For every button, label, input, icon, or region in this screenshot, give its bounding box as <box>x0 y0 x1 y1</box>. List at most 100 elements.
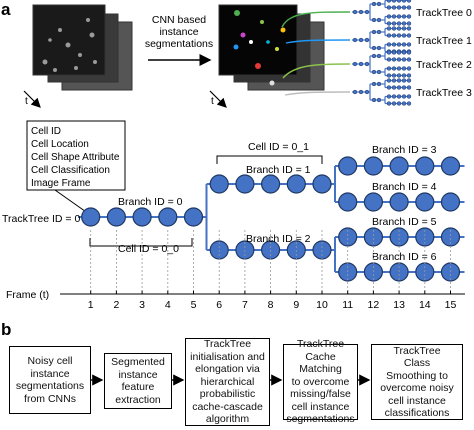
mini-tree-node <box>371 17 377 23</box>
root-branch-node <box>183 207 204 227</box>
mini-tree-node <box>376 97 382 103</box>
mini-tree-node <box>391 33 397 38</box>
mini-tree-node <box>401 50 407 55</box>
mini-tree-node <box>386 66 392 71</box>
lineage-tree <box>78 156 465 282</box>
panel-a-label: a <box>1 0 11 19</box>
mini-tree-node <box>376 1 382 7</box>
frame-number: 11 <box>342 299 353 311</box>
link-tracktree-0 <box>281 11 351 28</box>
mini-tree-node <box>396 66 402 71</box>
mini-tree-node <box>386 57 392 62</box>
cnn-arrow-label-line: segmentations <box>145 38 213 50</box>
step-cache-matching: TrackTree Cache Matching to overcome mis… <box>283 338 358 425</box>
info-cell-id: Cell ID <box>31 126 61 137</box>
branch-1-label: Branch ID = 1 <box>246 164 311 176</box>
mini-tree-node <box>371 1 377 7</box>
mini-tree-node <box>406 5 412 10</box>
mini-tree-node <box>396 5 402 10</box>
mini-tree-node <box>406 50 412 55</box>
mini-tree-node <box>358 37 364 43</box>
branch-4-node <box>389 192 409 212</box>
step-feature-extraction: Segmented instance feature extraction <box>104 353 172 409</box>
mini-tree-node <box>376 81 382 87</box>
mini-tree-node <box>352 61 358 67</box>
mini-tree-node <box>358 9 364 15</box>
mini-tree-node <box>386 101 392 106</box>
mini-tree-node <box>396 21 402 26</box>
mini-tree-node <box>401 73 407 78</box>
frame-number: 5 <box>191 299 197 311</box>
mini-tree-node <box>406 94 412 99</box>
mini-tree-node <box>396 33 402 38</box>
root-branch-node <box>132 207 152 227</box>
mini-tree-node <box>401 57 407 62</box>
mini-tree-node <box>406 0 412 3</box>
mini-tree-node <box>358 89 364 95</box>
mini-tree-node <box>391 66 397 71</box>
branch-4-node <box>338 192 358 212</box>
mini-tree-node <box>406 57 412 62</box>
mini-tree-node <box>371 45 377 51</box>
cell-id-0-1-label: Cell ID = 0_1 <box>248 141 309 153</box>
info-pointer-line <box>54 189 90 215</box>
branch-1-node <box>209 174 229 194</box>
frame-number: 1 <box>88 299 94 311</box>
tracktree-1-label: TrackTree 1 <box>416 35 472 47</box>
mini-tree-node <box>396 57 402 62</box>
mini-tree-node <box>406 101 412 106</box>
mini-tree-node <box>401 85 407 90</box>
time-label-left: t <box>25 96 28 107</box>
frame-number: 4 <box>165 299 171 311</box>
frame-number: 9 <box>293 299 299 311</box>
mini-tree-node <box>401 0 407 3</box>
branch-1-node <box>235 174 255 194</box>
mini-tree-node <box>391 57 397 62</box>
mini-tree-node <box>391 5 397 10</box>
time-label-right: t <box>211 96 214 107</box>
mini-tree-node <box>391 85 397 90</box>
mini-tree-node <box>396 0 402 3</box>
mini-tree-node <box>371 69 377 75</box>
step-class-smoothing: TrackTree Class Smoothing to overcome no… <box>371 344 463 420</box>
mini-tree-node <box>364 89 370 95</box>
mini-tree-node <box>396 50 402 55</box>
mini-tree-node <box>391 42 397 47</box>
mini-tree-node <box>396 101 402 106</box>
step-2-text: Segmented instance feature extraction <box>111 356 165 406</box>
cell-id-0-0-label: Cell ID = 0_0 <box>118 243 179 255</box>
step-5-text: TrackTree Class Smoothing to overcome no… <box>380 344 454 420</box>
mini-tree-node <box>406 21 412 26</box>
mini-tree-node <box>371 53 377 59</box>
tracktree-0-label: TrackTree 0 <box>416 7 472 19</box>
mini-tree-node <box>401 5 407 10</box>
step-3-text: TrackTree initialisation and elongation … <box>190 338 265 426</box>
mini-tree-node <box>406 66 412 71</box>
mini-tree-node <box>396 94 402 99</box>
mini-tree-node <box>391 101 397 106</box>
branch-4-node <box>440 192 461 212</box>
mini-tree-node <box>352 37 358 43</box>
mini-tree-node <box>391 14 397 19</box>
info-cell-class: Cell Classification <box>31 165 110 176</box>
mini-tree-node <box>391 21 397 26</box>
branch-1-node <box>286 174 306 194</box>
mini-tree-node <box>401 66 407 71</box>
mini-tree-node <box>401 101 407 106</box>
info-image-frame: Image Frame <box>31 178 91 189</box>
cnn-arrow-label-line: instance <box>159 26 198 38</box>
raw-image-stack <box>32 4 133 91</box>
mini-tree-node <box>352 89 358 95</box>
branch-3-node <box>363 156 383 176</box>
branch-3-node <box>440 156 461 176</box>
link-tracktree-1 <box>285 39 351 44</box>
link-tracktree-3 <box>284 91 351 96</box>
branch-1-node <box>312 174 332 194</box>
mini-tree-node <box>406 26 412 31</box>
link-tracktree-2 <box>282 63 351 79</box>
mini-tree-node <box>376 53 382 59</box>
branch-3-label: Branch ID = 3 <box>372 144 437 156</box>
mini-tree-node <box>406 14 412 19</box>
